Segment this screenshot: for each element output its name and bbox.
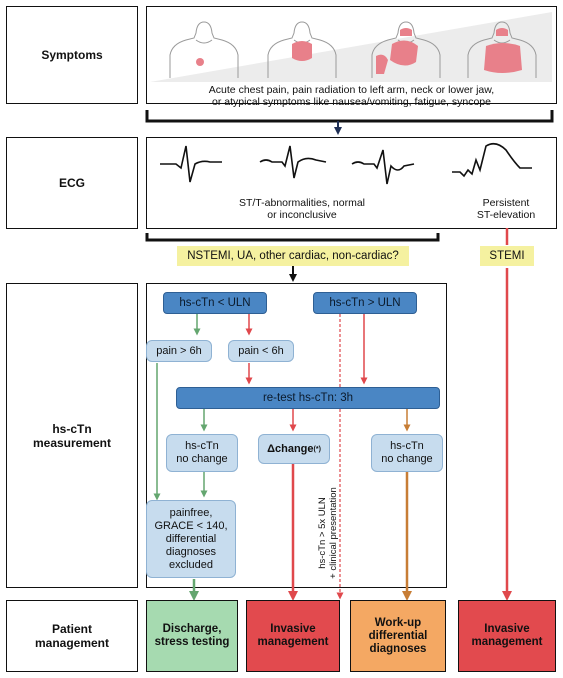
hs-ctn-label-box	[6, 283, 138, 588]
below-uln-box: hs-cTn < ULN	[163, 292, 267, 314]
ecg-label: ECG	[58, 176, 85, 190]
ecg-persistent-text: Persistent ST-elevation	[476, 197, 536, 221]
ecg-trace-3	[351, 149, 415, 185]
ecg-content-box	[146, 137, 557, 229]
ecg-st-t-text: ST/T-abnormalities, normal or inconclusi…	[238, 197, 366, 221]
delta-change-label: Δchange	[267, 442, 314, 455]
retest-box: re-test hs-cTn: 3h	[176, 387, 440, 409]
patient-management-label: Patient management	[34, 622, 110, 650]
above-uln-box: hs-cTn > ULN	[313, 292, 417, 314]
torso-icon-4	[467, 21, 537, 78]
discharge-box: Discharge, stress testing	[146, 600, 238, 672]
torso-icon-1	[169, 21, 239, 78]
delta-change-box: Δchange(*)	[258, 434, 330, 464]
no-change-left-box: hs-cTn no change	[166, 434, 238, 472]
symptoms-label: Symptoms	[41, 48, 103, 62]
ecg-trace-2	[259, 145, 327, 179]
workup-box: Work-up differential diagnoses	[350, 600, 446, 672]
ecg-label-box	[6, 137, 138, 229]
ecg-trace-1	[160, 145, 222, 183]
no-change-right-box: hs-cTn no change	[371, 434, 443, 472]
vertical-note: hs-cTn > 5x ULN + clinical presentation	[317, 487, 339, 579]
pain-gt-6h-box: pain > 6h	[146, 340, 212, 362]
ecg-bracket	[145, 233, 440, 242]
invasive-management-box-1: Invasive management	[246, 600, 340, 672]
torso-icon-3	[371, 21, 441, 78]
severity-gradient-wedge	[150, 12, 552, 82]
invasive-management-box-2: Invasive management	[458, 600, 556, 672]
hs-ctn-label: hs-cTn measurement	[32, 421, 112, 450]
ecg-trace-4	[452, 142, 532, 178]
symptoms-description: Acute chest pain, pain radiation to left…	[208, 84, 495, 108]
symptoms-bracket	[145, 110, 554, 123]
patient-management-label-box	[6, 600, 138, 672]
nstemi-banner: NSTEMI, UA, other cardiac, non-cardiac?	[177, 246, 409, 266]
painfree-box: painfree, GRACE < 140, differential diag…	[146, 500, 236, 578]
delta-change-marker: (*)	[313, 445, 321, 453]
stemi-banner: STEMI	[480, 246, 534, 266]
pain-lt-6h-box: pain < 6h	[228, 340, 294, 362]
torso-icon-2	[267, 21, 337, 78]
symptoms-label-box	[6, 6, 138, 104]
